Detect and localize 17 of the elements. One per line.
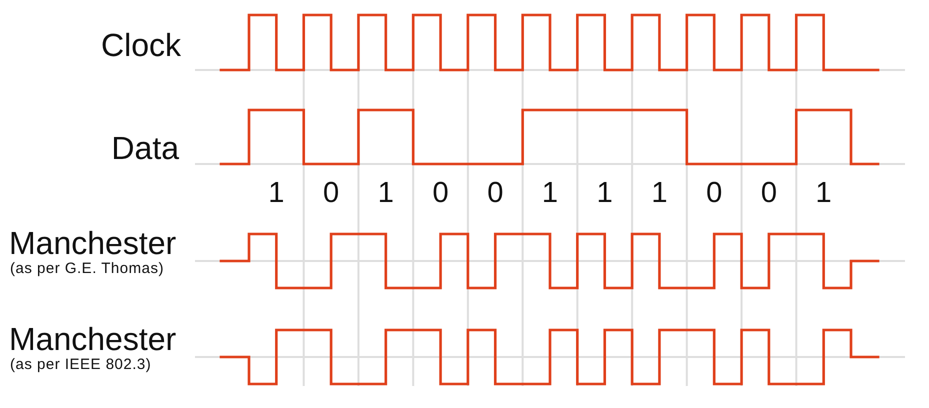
bit-value: 1 bbox=[378, 179, 394, 208]
bit-value: 0 bbox=[487, 179, 504, 208]
bit-value: 0 bbox=[706, 179, 722, 208]
signal-subtitle: (as per G.E. Thomas) bbox=[10, 261, 164, 276]
signal-label: Manchester bbox=[9, 323, 176, 355]
signal-subtitle: (as per IEEE 802.3) bbox=[10, 357, 152, 372]
bit-value: 1 bbox=[542, 179, 558, 208]
bit-value: 1 bbox=[816, 179, 832, 208]
bit-value: 1 bbox=[596, 179, 613, 208]
bit-value: 1 bbox=[651, 179, 668, 208]
signal-label: Clock bbox=[100, 29, 181, 61]
signal-label: Manchester bbox=[9, 227, 176, 259]
bit-value: 0 bbox=[323, 179, 340, 208]
bit-value: 1 bbox=[268, 179, 284, 208]
bit-value: 0 bbox=[760, 179, 777, 208]
bit-value: 0 bbox=[432, 179, 449, 208]
signal-label: Data bbox=[111, 132, 179, 164]
